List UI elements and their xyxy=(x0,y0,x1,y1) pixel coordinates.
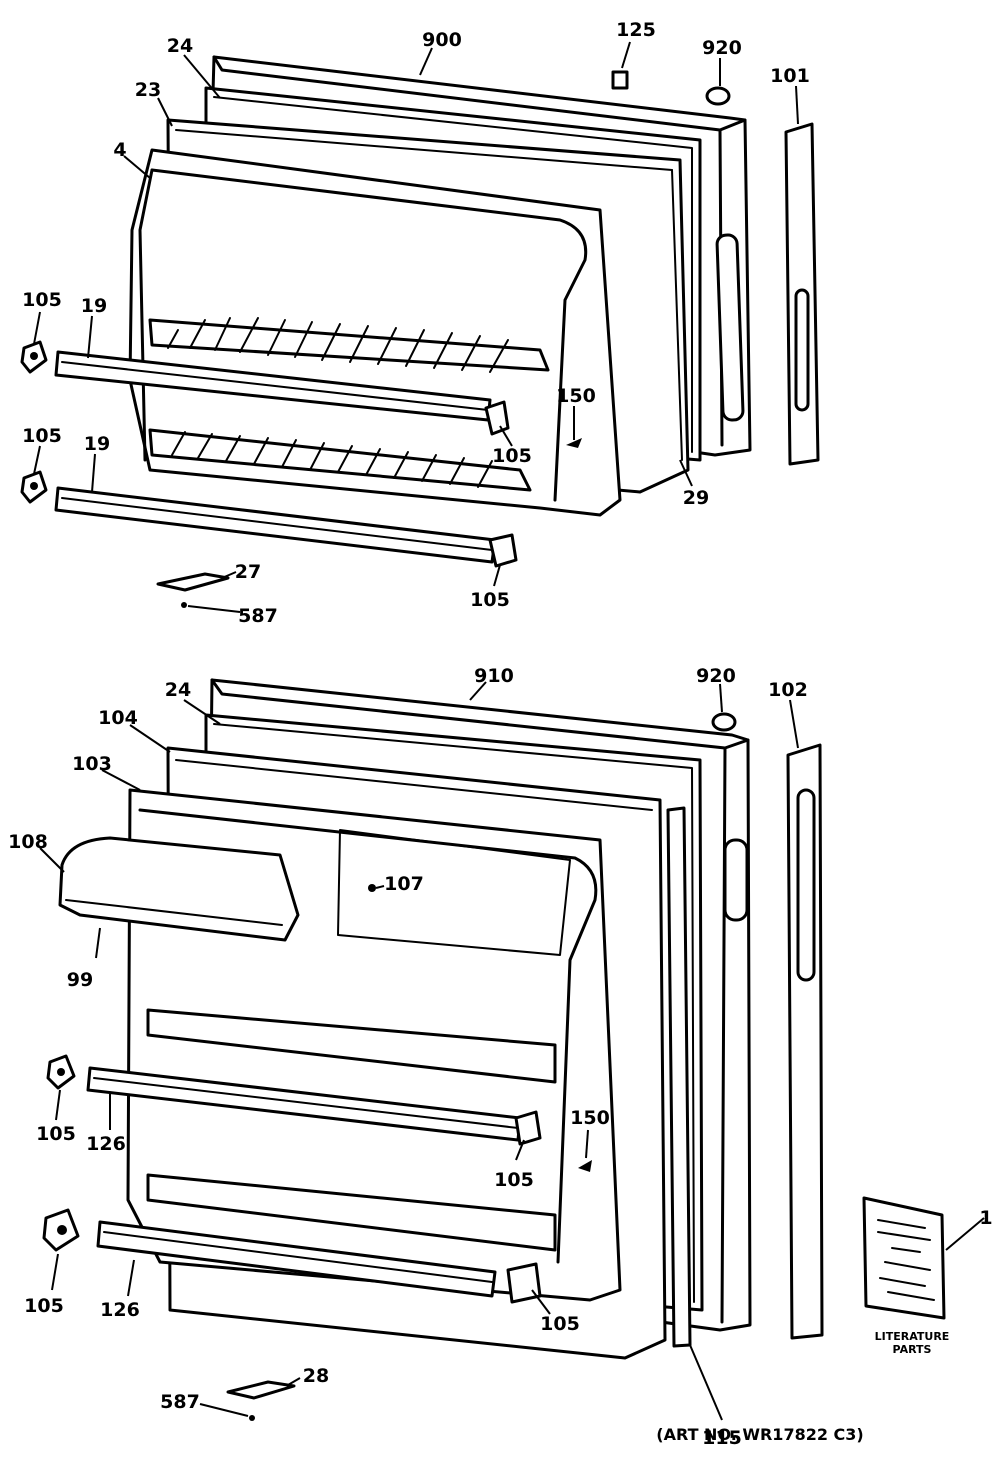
callout-150-upper: 150 xyxy=(556,385,596,407)
callout-126-b: 126 xyxy=(100,1299,140,1321)
callout-125: 125 xyxy=(616,19,656,41)
bracket-27 xyxy=(156,572,230,592)
callout-19-b: 19 xyxy=(84,433,110,455)
callout-27: 27 xyxy=(235,561,261,583)
callout-108: 108 xyxy=(8,831,48,853)
callout-115: 115 xyxy=(702,1427,742,1449)
callout-587-lower: 587 xyxy=(160,1391,200,1413)
literature-label-line2: PARTS xyxy=(893,1343,932,1356)
callout-105-h: 105 xyxy=(540,1313,580,1335)
callout-4: 4 xyxy=(113,139,126,161)
cap-left-mid xyxy=(46,1054,76,1090)
dairy-door-108 xyxy=(58,836,300,942)
fresh-food-handle xyxy=(786,743,824,1340)
literature-booklet xyxy=(862,1196,946,1320)
callout-105-c: 105 xyxy=(492,445,532,467)
breaker-strip-29 xyxy=(671,169,683,461)
callout-labels: 900 125 920 101 24 23 4 105 19 105 19 15… xyxy=(8,19,992,1449)
callout-910: 910 xyxy=(474,665,514,687)
callout-900: 900 xyxy=(422,29,462,51)
callout-19-a: 19 xyxy=(81,295,107,317)
callout-587-upper: 587 xyxy=(238,605,278,627)
stop-150-upper xyxy=(566,438,582,448)
cap-right-bottom xyxy=(506,1262,542,1304)
cap-right-upper xyxy=(484,400,510,436)
fresh-food-shelf-bar-lower xyxy=(96,1220,497,1298)
callout-24-lower: 24 xyxy=(165,679,191,701)
callout-920-lower: 920 xyxy=(696,665,736,687)
callout-99: 99 xyxy=(67,969,93,991)
freezer-handle xyxy=(784,122,820,466)
freezer-shelf-bar-lower xyxy=(54,486,497,564)
plug-920-upper xyxy=(705,86,731,106)
stop-150-lower xyxy=(578,1160,592,1172)
callout-28: 28 xyxy=(303,1365,329,1387)
freezer-inner-door xyxy=(128,148,622,517)
square-125 xyxy=(611,70,629,90)
fresh-food-door-assembly xyxy=(42,678,946,1421)
screw-587-lower xyxy=(249,1415,255,1421)
literature-label-line1: LITERATURE xyxy=(875,1330,950,1343)
screw-587-upper xyxy=(181,602,187,608)
callout-105-g: 105 xyxy=(24,1295,64,1317)
callout-105-b: 105 xyxy=(22,425,62,447)
callout-105-f: 105 xyxy=(494,1169,534,1191)
callout-23: 23 xyxy=(135,79,161,101)
cap-left-upper xyxy=(20,340,48,374)
callout-105-a: 105 xyxy=(22,289,62,311)
cap-left-lower xyxy=(20,470,48,504)
cap-right-lower xyxy=(488,533,518,568)
callout-101: 101 xyxy=(770,65,810,87)
art-number: (ART NO. WR17822 C3) xyxy=(656,1425,863,1444)
callout-920-upper: 920 xyxy=(702,37,742,59)
callout-150-lower: 150 xyxy=(570,1107,610,1129)
callout-29: 29 xyxy=(683,487,709,509)
freezer-door-assembly xyxy=(20,55,820,608)
callout-105-e: 105 xyxy=(36,1123,76,1145)
callout-126-a: 126 xyxy=(86,1133,126,1155)
callout-104: 104 xyxy=(98,707,138,729)
bracket-28 xyxy=(226,1380,296,1400)
plug-920-lower xyxy=(711,712,737,732)
cap-left-bottom xyxy=(42,1208,80,1252)
callout-1: 1 xyxy=(979,1207,992,1229)
callout-107: 107 xyxy=(384,873,424,895)
callout-102: 102 xyxy=(768,679,808,701)
callout-24-upper: 24 xyxy=(167,35,193,57)
cap-right-mid xyxy=(514,1110,542,1146)
callout-103: 103 xyxy=(72,753,112,775)
leader-lines xyxy=(33,41,985,1421)
callout-105-d: 105 xyxy=(470,589,510,611)
